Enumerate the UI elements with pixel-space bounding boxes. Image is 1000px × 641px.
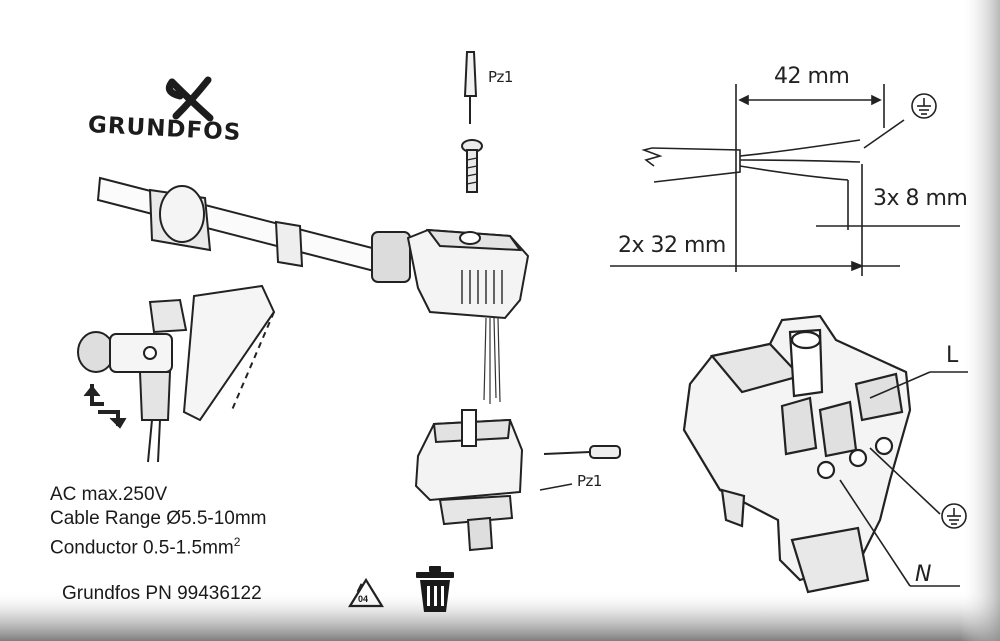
terminal-housing-icon <box>682 314 912 594</box>
spec-conductor-text: Conductor 0.5-1.5mm <box>50 537 234 559</box>
bag-side-shadow <box>960 0 1000 641</box>
tool-label-bottom: Pz1 <box>577 472 602 490</box>
wire-strip-diagram <box>610 84 960 276</box>
spec-conductor: Conductor 0.5-1.5mm2 <box>50 531 240 559</box>
connector-plug-icon <box>406 228 530 404</box>
terminal-leader-lines <box>839 371 968 587</box>
screwdriver-icon <box>463 51 478 124</box>
dimension-42mm: 42 mm <box>774 64 850 89</box>
trash-bin-icon <box>416 566 454 612</box>
grundfos-logo-icon <box>165 76 214 122</box>
spec-conductor-exponent: 2 <box>233 535 241 549</box>
screwdriver-icon <box>543 445 621 459</box>
recycle-icon <box>348 577 384 608</box>
part-number: Grundfos PN 99436122 <box>62 583 262 604</box>
exploded-assembly-icon <box>77 284 276 463</box>
dimension-3x8mm: 3x 8 mm <box>873 186 968 211</box>
earth-ground-icon <box>941 503 967 529</box>
bag-edge-shadow <box>0 590 1000 641</box>
terminal-label-line: L <box>946 343 958 368</box>
leader-line <box>539 483 573 491</box>
spec-cable-range: Cable Range Ø5.5-10mm <box>50 508 267 529</box>
terminal-label-neutral: N <box>915 562 931 587</box>
spec-voltage: AC max.250V <box>50 484 168 505</box>
recycle-code: 04 <box>358 594 369 604</box>
earth-ground-icon <box>911 93 937 119</box>
terminal-block-icon <box>414 409 524 552</box>
cable-with-gland-icon <box>96 176 411 283</box>
tool-label-top: Pz1 <box>488 68 513 86</box>
dimension-2x32mm: 2x 32 mm <box>618 233 726 258</box>
screw-icon <box>461 139 483 193</box>
